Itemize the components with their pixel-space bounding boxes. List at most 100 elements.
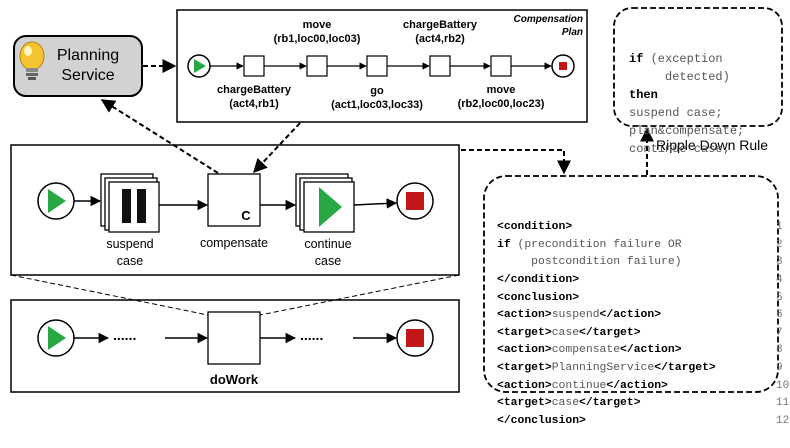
ripple-rule-line: then [629,86,744,104]
main-ellipsis-left: ...... [113,327,136,343]
plan-task-3-args: (act1,loc03,loc33) [331,99,423,111]
ripple-rule-text: suspend case; [629,106,723,120]
suspend-label-2: case [117,254,143,268]
plan-task-1-args: (act4,rb1) [229,98,279,110]
plan-to-compensate-arrow [253,122,301,174]
line-number: 4 [776,273,783,286]
ripple-rule-text: detected) [629,70,730,84]
xml-keyword: <condition> [497,221,573,234]
line-number: 8 [776,344,783,357]
plan-task-3 [366,55,388,77]
ripple-rule-text: (exception [643,52,723,66]
plan-task-1 [243,55,265,77]
plan-task-3-name: go [370,85,384,97]
ripple-rule-line: detected) [629,68,744,86]
xml-text: compensate [551,344,621,357]
line-number: 3 [776,256,783,269]
xml-keyword: </action> [620,344,682,357]
xml-rule-line: </condition> 4 [497,272,790,290]
xml-rule-line: <conclusion>5 [497,290,790,308]
ripple-rule-box [613,7,783,127]
ripple-rule-line: if (exception [629,50,744,68]
xml-text: case [551,397,580,410]
xml-rule-line: <action>suspend</action>6 [497,307,790,325]
xml-keyword: <target> [497,397,552,410]
xml-keyword: <target> [497,326,552,339]
main-ellipsis-right: ...... [300,327,323,343]
plan-task-4-args: (act4,rb2) [415,33,465,45]
worklet-stop-icon [406,192,424,210]
ripple-rule-line: continue case; [629,140,744,158]
xml-text: case [551,326,580,339]
xml-keyword: </target> [579,326,641,339]
expansion-line-right [259,274,460,316]
planning-service-node: Planning Service [13,35,143,97]
xml-keyword: </action> [606,379,668,392]
xml-keyword: </action> [599,309,662,322]
compensate-to-service-arrow [100,99,219,174]
xml-keyword: </target> [654,361,716,374]
plan-task-5 [490,55,512,77]
xml-rule-code: <condition> 1 if (precondition failure OR 2… [497,184,790,448]
xml-keyword: <action> [497,309,552,322]
compensate-task [207,173,261,227]
main-stop-icon [406,329,424,347]
line-number: 10 [776,379,790,392]
planning-service-label-2: Service [61,67,114,84]
compensate-label: compensate [200,236,268,250]
xml-text: postcondition failure) [497,256,682,269]
plan-task-2-name: move [303,19,332,31]
ripple-rule-line: suspend case; [629,104,744,122]
xml-keyword: <target> [497,361,552,374]
dowork-label: doWork [210,372,259,387]
continue-task [295,173,355,233]
xml-rule-line: postcondition failure) 3 [497,254,790,272]
continue-label-2: case [315,254,341,268]
xml-rule-line: <condition> 1 [497,219,790,237]
xml-rule-line: <action>compensate</action> 8 [497,342,790,360]
line-number: 5 [776,291,783,304]
plan-task-4 [429,55,451,77]
workflow-diagram: Planning Service Compensation Plan charg… [10,7,783,393]
ripple-rule-keyword: then [629,88,658,102]
xml-rule-line: <action>continue</action> 10 [497,378,790,396]
suspend-task [100,173,160,233]
ripple-rule-line: plan&compensate; [629,122,744,140]
xml-rule-line: <target>case</target>7 [497,325,790,343]
worklet-to-rule-arrow [461,149,571,175]
dowork-task [207,311,261,365]
xml-rule-box [483,175,779,393]
xml-keyword: </condition> [497,273,580,286]
xml-keyword: <action> [497,344,552,357]
xml-text: (precondition failure OR [510,238,682,251]
ripple-rule-keyword: if [629,52,644,66]
continue-play-icon [319,187,342,227]
line-number: 6 [776,309,783,322]
continue-label-1: continue [304,237,351,251]
pause-icon [122,189,146,223]
plan-task-2-args: (rb1,loc00,loc03) [274,33,361,45]
compensate-marker: C [241,208,251,223]
xml-keyword: </conclusion> [497,414,586,427]
xml-rule-line: if (precondition failure OR 2 [497,237,790,255]
line-number: 2 [776,238,783,251]
compensation-plan-title-2: Plan [562,27,583,38]
ripple-rule-text: continue case; [629,142,730,156]
ripple-rule-caption: Ripple Down Rule [656,137,768,153]
line-number: 12 [776,414,790,427]
xml-keyword: <action> [497,379,552,392]
plan-task-5-args: (rb2,loc00,loc23) [458,98,545,110]
expansion-line-left [10,274,209,316]
main-process: doWork ...... ...... [10,299,460,393]
xml-keyword: if [497,238,511,251]
xml-rule-line: <target>PlanningService</target>9 [497,360,790,378]
line-number: 1 [776,221,783,234]
compensation-plan-title-1: Compensation [514,14,583,25]
worklet-play-icon [48,189,66,213]
xml-text: PlanningService [551,361,655,374]
xml-rule-line: </conclusion> 12 [497,413,790,431]
suspend-label-1: suspend [106,237,153,251]
lightbulb-icon [19,41,45,80]
xml-text: continue [551,379,607,392]
plan-stop-icon [559,62,567,70]
